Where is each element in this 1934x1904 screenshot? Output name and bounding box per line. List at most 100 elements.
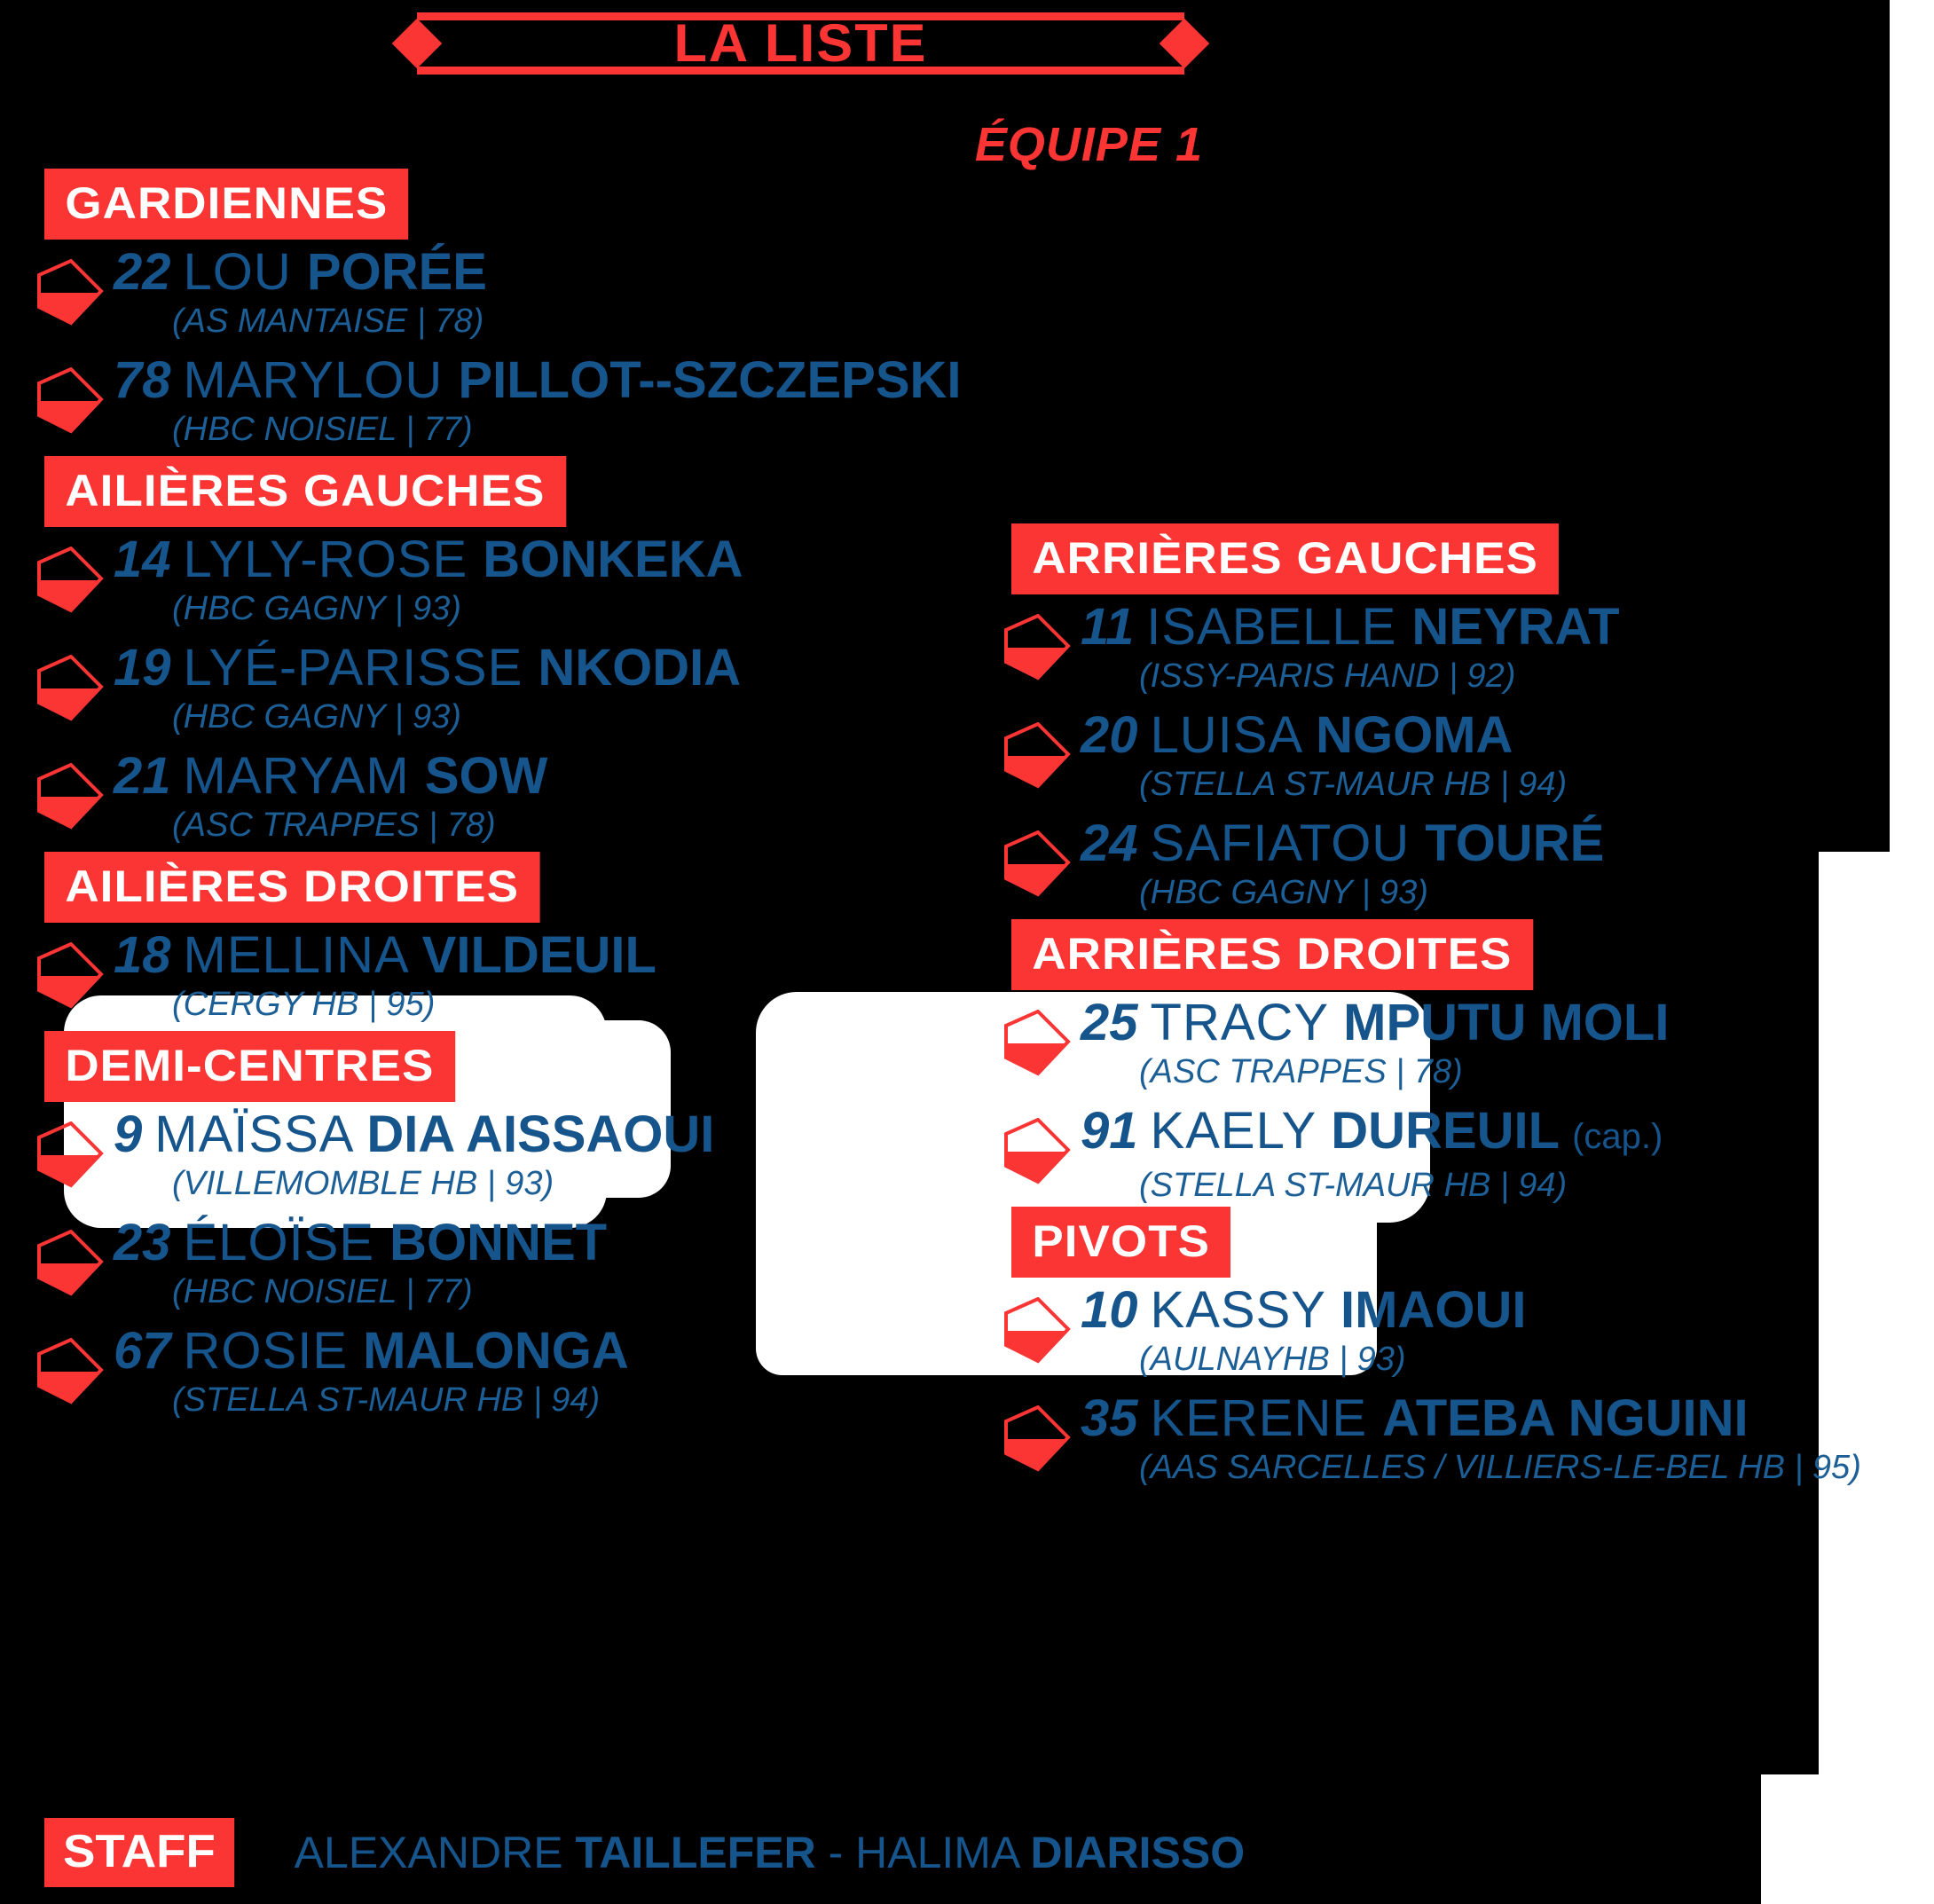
player-number: 14: [114, 531, 171, 588]
player-number: 67: [114, 1322, 171, 1380]
player-first-name: LYLY-ROSE: [183, 531, 484, 588]
staff-bar: STAFF ALEXANDRE TAILLEFER - HALIMA DIARI…: [44, 1818, 1246, 1887]
player-first-name: ÉLOÏSE: [183, 1214, 390, 1271]
player-captain-marker: (cap.): [1572, 1117, 1663, 1156]
player-last-name: MPUTU MOLI: [1343, 994, 1670, 1051]
background-block-top: [0, 0, 1890, 852]
player-last-name: BONKEKA: [483, 531, 743, 588]
player-club: (HBC NOISIEL | 77): [172, 1273, 473, 1310]
player-last-name: NGOMA: [1316, 706, 1513, 764]
pentagon-bullet-icon: [1002, 721, 1075, 793]
player-first-name: LOU: [183, 243, 307, 301]
player-first-name: MAÏSSA: [154, 1105, 367, 1163]
player-club: (HBC GAGNY | 93): [1139, 874, 1428, 911]
pentagon-bullet-icon: [1004, 613, 1071, 681]
team-subtitle: ÉQUIPE 1: [974, 118, 1203, 171]
player-last-name: ATEBA NGUINI: [1382, 1389, 1749, 1447]
banner-rule-top: [417, 12, 1184, 20]
player-club: (HBC GAGNY | 93): [172, 698, 461, 736]
player-first-name: LUISA: [1150, 706, 1317, 764]
pentagon-bullet-icon: [1004, 1404, 1071, 1472]
player-number: 20: [1081, 706, 1138, 764]
section-heading: PIVOTS: [1011, 1207, 1231, 1278]
player-last-name: BONNET: [389, 1214, 608, 1271]
player-number: 11: [1081, 598, 1135, 656]
section-heading: ARRIÈRES DROITES: [1011, 919, 1533, 990]
banner-la-liste: LA LISTE: [391, 12, 1210, 75]
player-club: (STELLA ST-MAUR HB | 94): [1139, 1167, 1568, 1204]
section-heading: DEMI-CENTRES: [44, 1031, 455, 1102]
player-last-name: TOURÉ: [1425, 814, 1605, 872]
player-club: (AAS SARCELLES / VILLIERS-LE-BEL HB | 95…: [1139, 1449, 1861, 1486]
pentagon-bullet-icon: [1002, 613, 1075, 685]
pentagon-bullet-icon: [35, 1121, 108, 1192]
pentagon-bullet-icon: [1004, 1296, 1071, 1364]
player-number: 19: [114, 639, 171, 696]
player-number: 35: [1081, 1389, 1138, 1447]
player-number: 91: [1081, 1102, 1138, 1160]
player-club: (ASC TRAPPES | 78): [172, 806, 496, 844]
staff-names: ALEXANDRE TAILLEFER - HALIMA DIARISSO: [294, 1828, 1246, 1877]
player-first-name: LYÉ-PARISSE: [183, 639, 539, 696]
player-last-name: NKODIA: [538, 639, 742, 696]
background-block-bottom: [0, 1774, 1761, 1904]
pentagon-bullet-icon: [37, 366, 104, 434]
pentagon-bullet-icon: [35, 654, 108, 726]
pentagon-bullet-icon: [35, 1229, 108, 1301]
player-last-name: PORÉE: [306, 243, 487, 301]
player-last-name: SOW: [424, 747, 548, 805]
player-first-name: ISABELLE: [1146, 598, 1412, 656]
pentagon-bullet-icon: [37, 1229, 104, 1296]
section-heading: GARDIENNES: [44, 169, 409, 240]
player-first-name: KAELY: [1150, 1102, 1332, 1160]
pentagon-bullet-icon: [1002, 1296, 1075, 1368]
staff-label: STAFF: [44, 1818, 234, 1887]
pentagon-bullet-icon: [1002, 830, 1075, 901]
pentagon-bullet-icon: [1002, 1117, 1075, 1189]
player-club: (STELLA ST-MAUR HB | 94): [1139, 766, 1568, 803]
player-club: (CERGY HB | 95): [172, 986, 436, 1023]
player-last-name: NEYRAT: [1411, 598, 1620, 656]
player-first-name: KASSY: [1150, 1281, 1341, 1339]
player-first-name: KERENE: [1150, 1389, 1383, 1447]
player-number: 9: [114, 1105, 143, 1163]
player-number: 24: [1081, 814, 1138, 872]
player-number: 18: [114, 926, 171, 984]
pentagon-bullet-icon: [35, 762, 108, 834]
section-heading: AILIÈRES GAUCHES: [44, 456, 566, 527]
player-number: 78: [114, 351, 171, 409]
player-first-name: MARYAM: [183, 747, 425, 805]
player-last-name: MALONGA: [363, 1322, 629, 1380]
pentagon-bullet-icon: [35, 546, 108, 618]
player-number: 22: [114, 243, 171, 301]
player-last-name: PILLOT--SZCZEPSKI: [458, 351, 962, 409]
player-last-name: DUREUIL: [1331, 1102, 1561, 1160]
player-club: (ASC TRAPPES | 78): [1139, 1053, 1463, 1090]
section-heading: ARRIÈRES GAUCHES: [1011, 523, 1560, 594]
player-club: (AULNAYHB | 93): [1139, 1341, 1406, 1378]
